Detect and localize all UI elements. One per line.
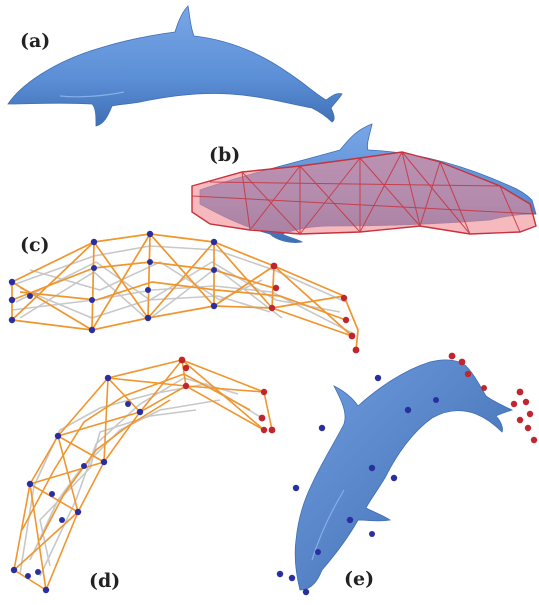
panel-e-label: (e) xyxy=(344,568,374,590)
panel-c-label: (c) xyxy=(20,234,50,256)
cage-graph-c xyxy=(9,231,360,354)
panel-b-label: (b) xyxy=(209,144,240,166)
dolphin-mesh-e xyxy=(295,360,512,590)
panel-a-label: (a) xyxy=(20,30,50,52)
panel-c: (c) xyxy=(9,231,360,354)
panel-b: (b) xyxy=(192,124,536,243)
panel-d-label: (d) xyxy=(89,570,120,592)
dolphin-mesh-a xyxy=(8,6,342,126)
panel-a: (a) xyxy=(8,6,342,126)
cage-graph-d xyxy=(11,357,276,594)
cage-b xyxy=(192,152,536,234)
panel-e: (e) xyxy=(277,353,537,596)
panel-d: (d) xyxy=(11,357,276,594)
